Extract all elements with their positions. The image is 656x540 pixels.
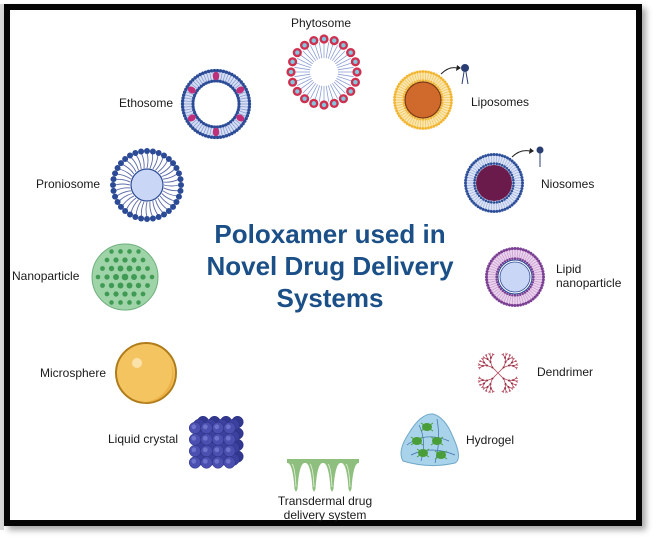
microsphere-icon — [115, 342, 177, 404]
label-microsphere: Microsphere — [40, 366, 107, 380]
label-lipid-nanoparticle-line2: nanoparticle — [556, 276, 622, 290]
title-line-3: Systems — [276, 283, 384, 313]
label-lipid-nanoparticle: Lipid nanoparticle — [556, 262, 621, 290]
liquid-crystal-icon — [188, 415, 244, 469]
label-phytosome: Phytosome — [291, 16, 352, 30]
label-ethosome: Ethosome — [119, 96, 174, 110]
label-transdermal-line2: delivery system — [283, 508, 367, 522]
diagram-title: Poloxamer used in Novel Drug Delivery Sy… — [180, 218, 480, 314]
hydrogel-icon — [400, 413, 459, 467]
frame-shadow — [0, 4, 4, 530]
label-hydrogel: Hydrogel — [466, 433, 515, 447]
liposome-icon — [393, 64, 469, 130]
label-proniosome: Proniosome — [36, 177, 101, 191]
dendrimer-icon — [477, 352, 519, 394]
phytosome-icon — [286, 34, 362, 110]
label-lipid-nanoparticle-line1: Lipid — [556, 262, 582, 276]
label-dendrimer: Dendrimer — [537, 365, 594, 379]
label-transdermal-line1: Transdermal drug — [277, 494, 373, 508]
lipid-nanoparticle-icon — [485, 247, 545, 307]
label-liposomes: Liposomes — [471, 95, 530, 109]
title-line-2: Novel Drug Delivery — [206, 251, 454, 281]
proniosome-icon — [110, 148, 184, 222]
microneedle-patch-icon — [287, 459, 359, 492]
label-transdermal: Transdermal drug delivery system — [270, 494, 380, 522]
nanoparticle-icon — [91, 243, 159, 311]
niosome-icon — [464, 146, 544, 213]
title-line-1: Poloxamer used in — [214, 219, 446, 249]
label-nanoparticle: Nanoparticle — [12, 269, 80, 283]
label-liquid-crystal: Liquid crystal — [108, 432, 179, 446]
label-niosomes: Niosomes — [541, 177, 595, 191]
ethosome-icon — [180, 68, 252, 140]
